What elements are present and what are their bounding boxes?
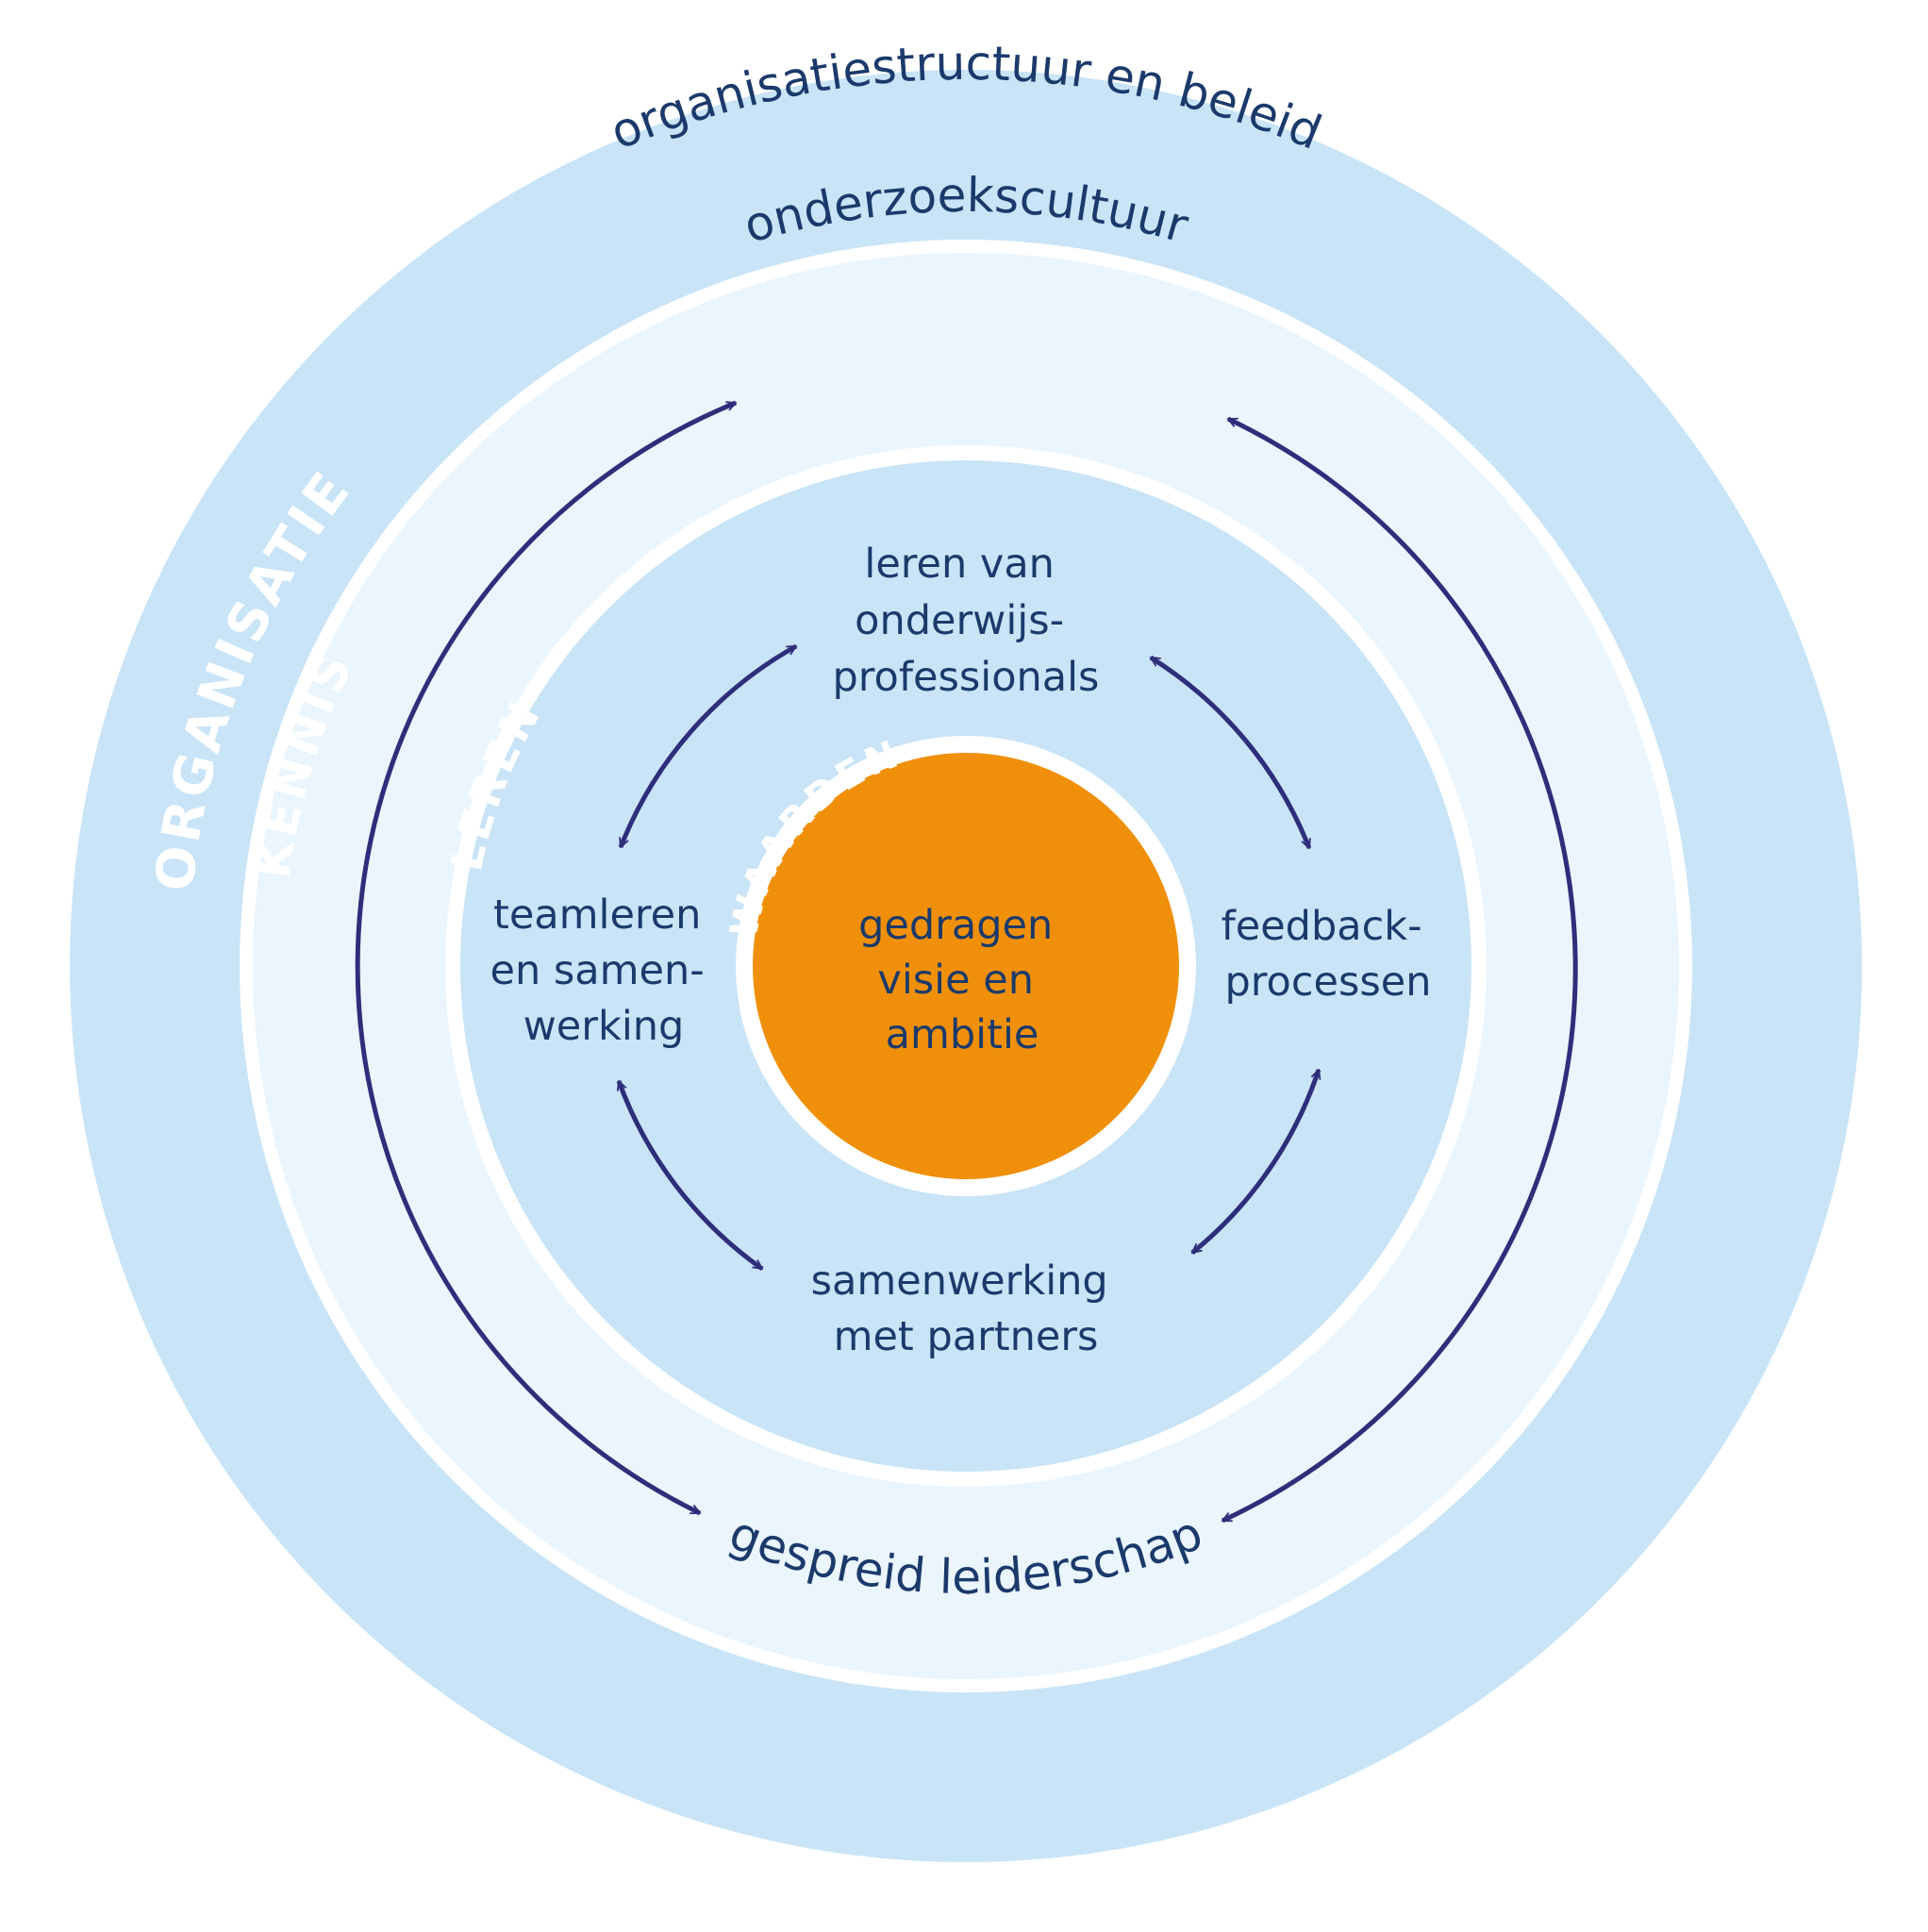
node-feedbackprocessen: feedback- processen [1222,903,1436,1006]
node-samenwerking-partners: samenwerking met partners [811,1257,1122,1360]
kennis-right-arrow [1222,416,1578,1524]
waarden-core-text: gedragen visie en ambitie [858,902,1066,1058]
leren-arrow-bottom-right [1190,1070,1319,1255]
node-teamleren: teamleren en samen- werking [490,891,718,1050]
leren-arrow-bottom-left [616,1081,762,1272]
leren-arrow-top-right [1151,655,1312,848]
node-leren-professionals: leren van onderwijs- professionals [833,541,1100,701]
leren-arrow-top-left [618,643,796,847]
kennis-left-arrow [355,400,736,1516]
waarden-core [753,753,1179,1179]
